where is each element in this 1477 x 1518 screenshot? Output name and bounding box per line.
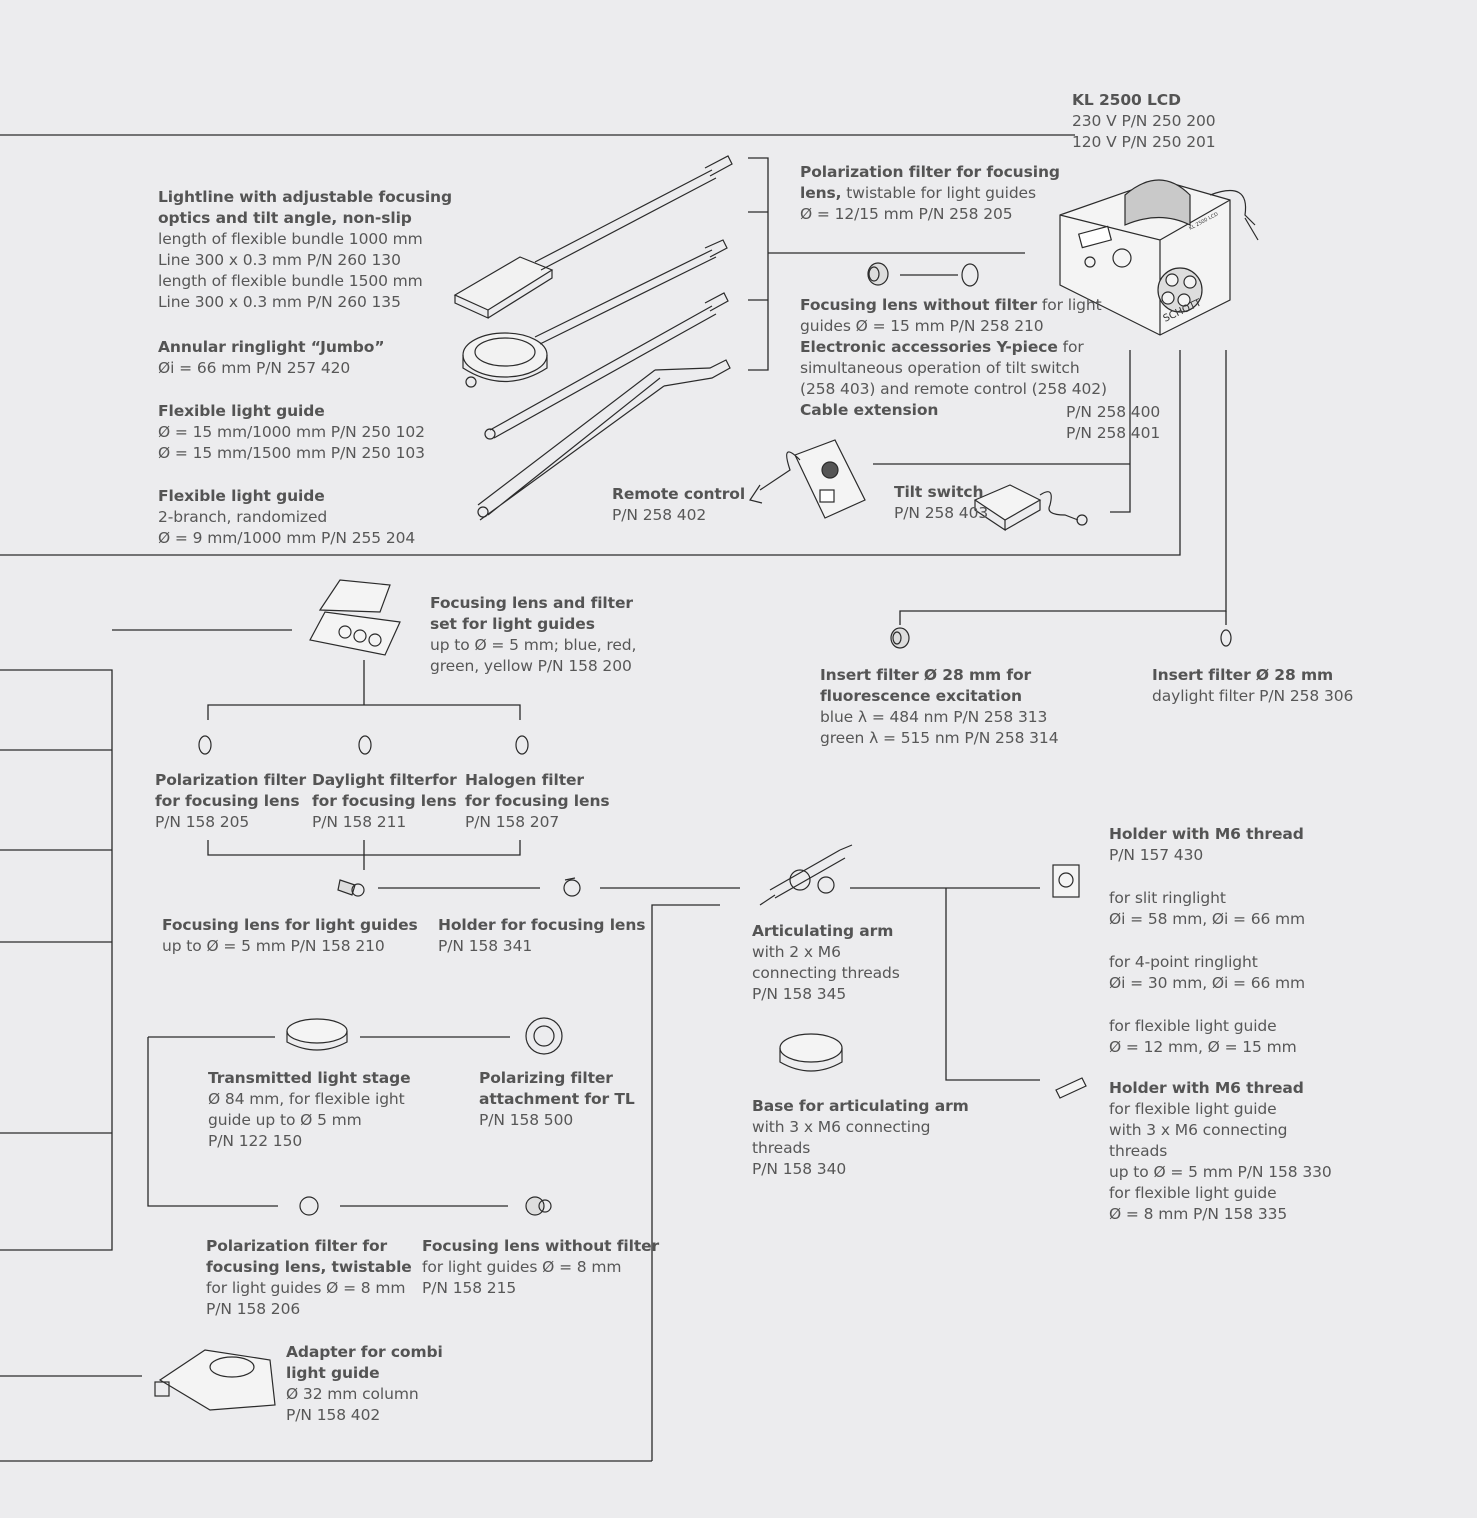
holder-focus-icon <box>563 877 581 897</box>
focus-lens-icon <box>867 262 889 286</box>
tilt-label: Tilt switch P/N 258 403 <box>894 483 989 522</box>
pol-twist-icon <box>299 1196 319 1216</box>
flex-guide2-label: Flexible light guide 2-branch, randomize… <box>158 487 416 547</box>
remote-label: Remote control P/N 258 402 <box>612 485 746 524</box>
hal-fl-label: Halogen filter for focusing lens P/N 158… <box>465 771 610 831</box>
filterset-label: Focusing lens and filter set for light g… <box>430 594 637 675</box>
arm-label: Articulating arm with 2 x M6 connecting … <box>752 922 900 1003</box>
hal-filter-icon <box>515 735 529 755</box>
holder-m6b-icon <box>1055 1077 1087 1099</box>
line-accessories <box>1110 350 1131 513</box>
kl2500-label: KL 2500 LCD 230 V P/N 250 200 120 V P/N … <box>1072 91 1216 151</box>
polfilter-guides-label: Polarization filter for focusing lens, t… <box>800 163 1060 223</box>
pol-filter-icon <box>198 735 212 755</box>
insert-day-label: Insert filter Ø 28 mm daylight filter P/… <box>1152 666 1354 705</box>
pol-tl-icon <box>525 1017 563 1055</box>
product-icons: SCHOTT KL 2500 LCD <box>154 155 1259 1411</box>
tl-stage-icon <box>286 1018 348 1051</box>
fl-nofilter8-label: Focusing lens without filter for light g… <box>422 1237 660 1297</box>
connector-lines <box>0 134 1227 1462</box>
fl-nofilter8-icon <box>525 1196 552 1216</box>
focus-nofilter-label: Focusing lens without filter for light g… <box>800 296 1107 419</box>
remote-control-icon <box>749 439 866 519</box>
insert-filter-fluo-icon <box>890 627 910 649</box>
day-filter-icon <box>358 735 372 755</box>
kl2500-title: KL 2500 LCD <box>1072 91 1181 109</box>
adapter-icon <box>154 1349 276 1411</box>
holder-m6b-label: Holder with M6 thread for flexible light… <box>1109 1079 1332 1223</box>
pol-tl-label: Polarizing filter attachment for TL P/N … <box>479 1069 635 1129</box>
filterset-box-icon <box>309 579 401 656</box>
fl-guides-label: Focusing lens for light guides up to Ø =… <box>162 916 418 955</box>
tilt-switch-icon <box>973 484 1088 532</box>
flexguide2-icon <box>477 359 731 521</box>
flex-guide-label: Flexible light guide Ø = 15 mm/1000 mm P… <box>158 402 425 462</box>
ringlight-icon <box>462 239 728 388</box>
bracket-guides <box>748 157 769 371</box>
holder-fl-label: Holder for focusing lens P/N 158 341 <box>438 916 646 955</box>
day-fl-label: Daylight filterfor for focusing lens P/N… <box>312 771 457 831</box>
pol-fl-label: Polarization filter for focusing lens P/… <box>155 771 307 831</box>
pol-twist-label: Polarization filter for focusing lens, t… <box>206 1237 412 1318</box>
kl2500-device-icon: SCHOTT KL 2500 LCD <box>1059 179 1259 336</box>
tl-stage-label: Transmitted light stage Ø 84 mm, for fle… <box>208 1069 411 1150</box>
jumbo-label: Annular ringlight “Jumbo” Øi = 66 mm P/N… <box>158 338 385 377</box>
lightline-icon <box>453 155 733 319</box>
insert-filter-day-icon <box>1220 629 1232 647</box>
holder-m6-icon <box>1052 864 1080 898</box>
base-arm-icon <box>779 1033 843 1072</box>
articulating-arm-icon <box>759 844 853 906</box>
left-trunk <box>0 669 113 1251</box>
base-label: Base for articulating arm with 3 x M6 co… <box>752 1097 969 1178</box>
line-insert <box>899 350 1227 625</box>
line-top-box <box>0 350 1181 556</box>
focus-lens-small-icon <box>337 879 365 897</box>
holder-m6-label: Holder with M6 thread P/N 157 430 for sl… <box>1109 825 1306 1056</box>
flexguide-icon <box>484 292 729 440</box>
filter-icon <box>961 263 979 287</box>
lightline-label: Lightline with adjustable focusing optic… <box>158 188 452 311</box>
adapter-label: Adapter for combi light guide Ø 32 mm co… <box>286 1343 443 1424</box>
cable-pn-label: P/N 258 400 P/N 258 401 <box>1066 403 1161 442</box>
insert-fluo-label: Insert filter Ø 28 mm for fluorescence e… <box>820 666 1059 747</box>
